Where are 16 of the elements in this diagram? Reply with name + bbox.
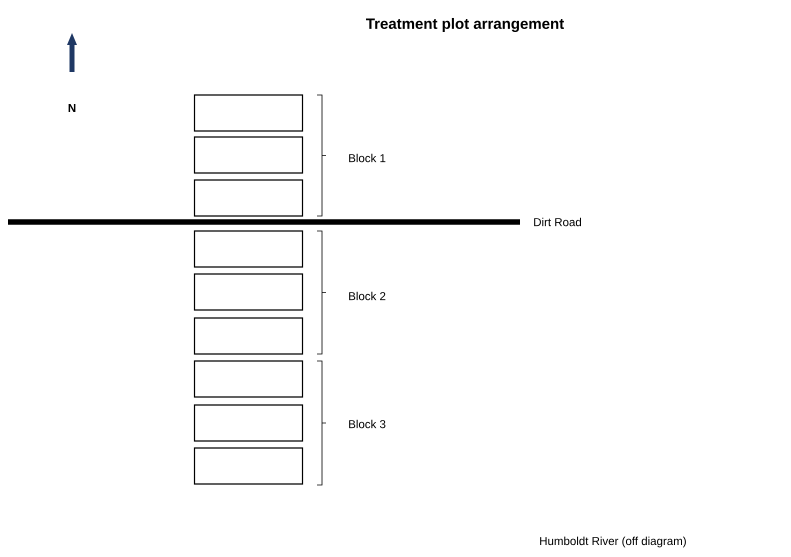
- plot-box: [194, 94, 304, 132]
- plot-box: [194, 273, 304, 311]
- plot-box: [194, 136, 304, 174]
- north-label: N: [68, 104, 76, 112]
- block-label: Block 3: [349, 420, 386, 428]
- plot-box: [194, 317, 304, 355]
- plot-box: [194, 447, 304, 485]
- plot-box: [194, 179, 304, 217]
- title: Treatment plot arrangement: [366, 18, 564, 32]
- road-label: Dirt Road: [534, 218, 582, 226]
- plot-box: [194, 360, 304, 398]
- plot-box: [194, 404, 304, 442]
- block-label: Block 2: [349, 292, 386, 300]
- plot-box: [194, 230, 304, 268]
- block-label: Block 1: [349, 154, 386, 162]
- river-label: Humboldt River (off diagram): [540, 536, 686, 548]
